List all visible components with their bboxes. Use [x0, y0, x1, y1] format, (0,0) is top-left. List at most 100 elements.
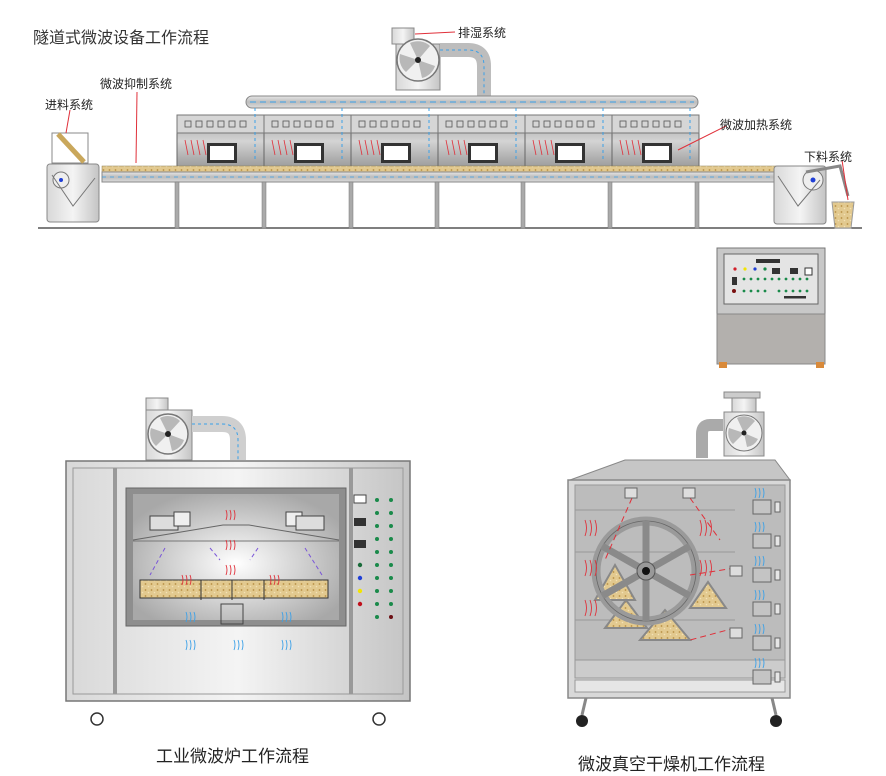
vent-icon	[391, 120, 399, 128]
discharge-unit	[773, 164, 855, 229]
microwave-wave	[185, 574, 188, 586]
oven-status-light	[375, 602, 379, 606]
oven-status-light	[375, 576, 379, 580]
vent-icon	[467, 120, 475, 128]
microwave-wave	[229, 509, 232, 521]
oven-status-light	[375, 589, 379, 593]
microwave-wave	[225, 564, 228, 576]
cabinet-indicator-light	[753, 267, 757, 271]
microwave-wave	[699, 559, 702, 577]
vent-icon	[554, 120, 562, 128]
magnetron-module	[752, 533, 772, 549]
vapor-wave	[754, 555, 757, 567]
tunnel-leg	[434, 181, 440, 229]
vapor-wave	[758, 487, 761, 499]
oven-status-light	[389, 576, 393, 580]
microwave-beam	[689, 627, 736, 641]
vent-icon	[239, 120, 247, 128]
vapor-wave	[754, 521, 757, 533]
cabinet-status-light	[777, 289, 781, 293]
vent-icon	[565, 120, 573, 128]
tunnel-heating-modules	[176, 108, 700, 168]
magnetron-module	[752, 601, 772, 617]
vent-icon	[674, 120, 682, 128]
vent-icon	[413, 120, 421, 128]
vacuum-dryer	[567, 391, 791, 727]
vent-icon	[619, 120, 627, 128]
vent-icon	[641, 120, 649, 128]
oven-status-light	[389, 498, 393, 502]
vapor-wave	[289, 611, 292, 623]
oven-status-light	[389, 524, 393, 528]
vapor-wave	[189, 611, 192, 623]
vapor-wave	[193, 611, 196, 623]
microwave-wave	[269, 574, 272, 586]
oven-status-light	[389, 550, 393, 554]
cabinet-status-light	[749, 277, 753, 281]
magnetron-module	[752, 567, 772, 583]
vent-icon	[195, 120, 203, 128]
vent-icon	[304, 120, 312, 128]
microwave-wave	[229, 539, 232, 551]
cabinet-status-light	[777, 277, 781, 281]
oven-control-panel	[357, 498, 393, 619]
cabinet-status-light	[784, 277, 788, 281]
microwave-wave	[709, 559, 712, 577]
infeed-unit	[46, 132, 100, 223]
microwave-beam	[604, 497, 633, 561]
caption-industrial-oven: 工业微波炉工作流程	[156, 747, 309, 767]
microwave-wave	[189, 574, 192, 586]
magnetron-module	[752, 499, 772, 515]
vapor-wave	[762, 589, 765, 601]
label-heating-system: 微波加热系统	[720, 118, 793, 132]
microwave-wave	[704, 519, 707, 537]
heating-leader-line	[677, 125, 727, 151]
label-suppression-system: 微波抑制系统	[100, 77, 173, 91]
vent-icon	[369, 120, 377, 128]
label-exhaust-system: 排湿系统	[458, 26, 507, 40]
oven-status-light	[375, 550, 379, 554]
vapor-wave	[289, 639, 292, 651]
oven-indicator-light	[357, 562, 363, 568]
tunnel-leg	[694, 181, 700, 229]
tunnel-leg	[261, 181, 267, 229]
cabinet-status-light	[742, 277, 746, 281]
microwave-wave	[699, 519, 702, 537]
vent-icon	[663, 120, 671, 128]
cabinet-status-light	[742, 289, 746, 293]
industrial-oven	[65, 397, 411, 726]
oven-status-light	[389, 537, 393, 541]
tunnel-leg	[520, 181, 526, 229]
cabinet-status-light	[763, 289, 767, 293]
tunnel-exhaust-fan	[391, 27, 491, 96]
cabinet-status-light	[798, 289, 802, 293]
vent-icon	[282, 120, 290, 128]
oven-indicator-light	[357, 601, 363, 607]
oven-status-light	[389, 511, 393, 515]
vapor-wave	[193, 639, 196, 651]
oven-microwave-waves	[149, 509, 323, 651]
cabinet-status-light	[756, 289, 760, 293]
vapor-wave	[754, 657, 757, 669]
oven-indicator-light	[357, 588, 363, 594]
microwave-wave	[225, 509, 228, 521]
microwave-wave	[594, 559, 597, 577]
vapor-wave	[758, 555, 761, 567]
vapor-wave	[281, 639, 284, 651]
tunnel-leg	[174, 181, 180, 229]
vapor-wave	[237, 639, 240, 651]
vent-icon	[445, 120, 453, 128]
oven-status-light	[375, 511, 379, 515]
vapor-wave	[233, 639, 236, 651]
microwave-wave	[584, 599, 587, 617]
tunnel-legs	[174, 181, 700, 229]
tunnel-leg	[607, 181, 613, 229]
tunnel-module	[524, 108, 613, 168]
oven-status-light	[375, 524, 379, 528]
vapor-wave	[762, 521, 765, 533]
vapor-wave	[185, 611, 188, 623]
vent-icon	[500, 120, 508, 128]
suppression-leader-line	[135, 91, 138, 164]
microwave-wave	[277, 574, 280, 586]
waveguide-port	[729, 565, 743, 577]
